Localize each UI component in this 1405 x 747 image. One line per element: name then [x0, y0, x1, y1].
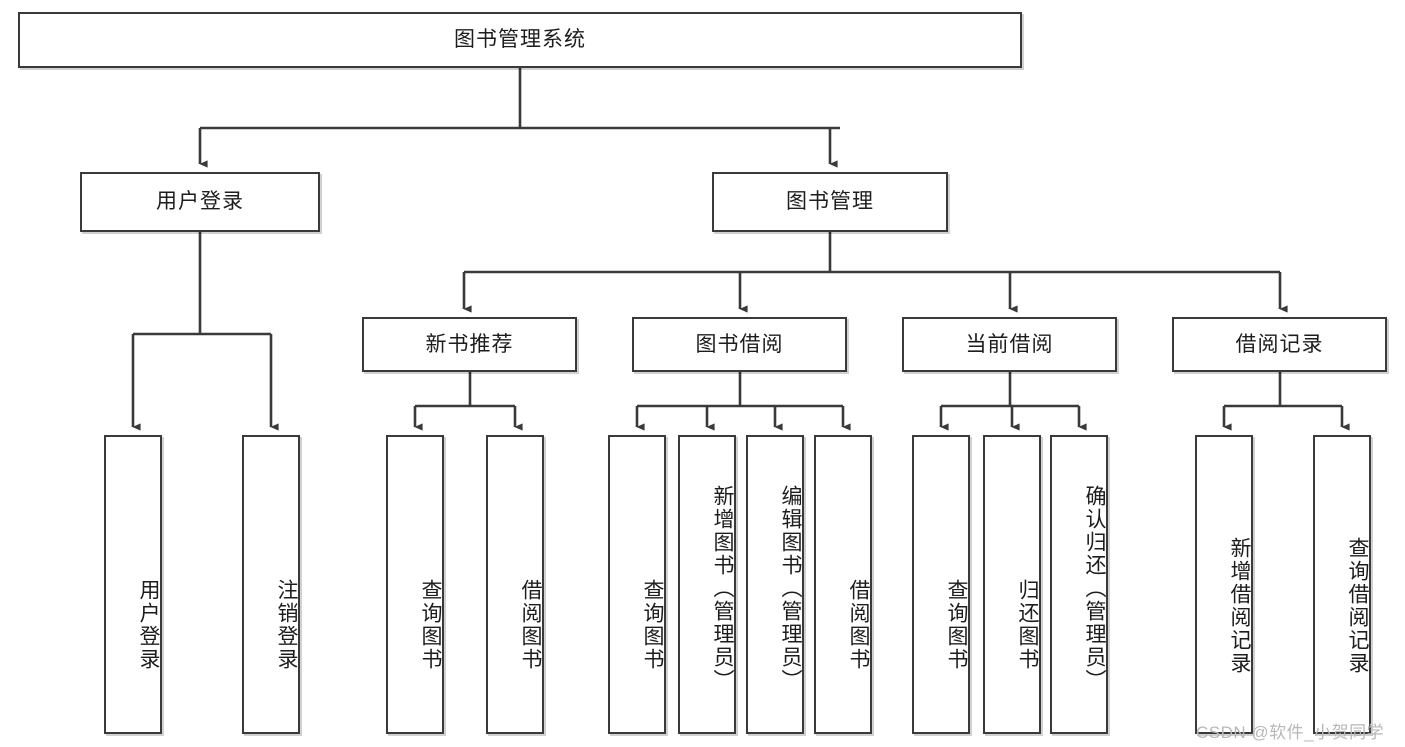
node-current-borrow[interactable]: 当前借阅: [902, 317, 1117, 372]
node-book-borrow-label: 图书借阅: [695, 332, 784, 356]
node-leaf-add-record[interactable]: 新增借阅记录: [1195, 435, 1253, 734]
csdn-watermark: CSDN @软件_小贺同学: [1196, 723, 1385, 742]
node-book-manage[interactable]: 图书管理: [712, 172, 948, 232]
node-root[interactable]: 图书管理系统: [18, 12, 1022, 68]
node-leaf-query-book-3[interactable]: 查询图书: [912, 435, 970, 734]
node-leaf-query-book-2-label: 查询图书: [641, 578, 664, 671]
node-leaf-query-record[interactable]: 查询借阅记录: [1313, 435, 1371, 734]
node-leaf-user-logout[interactable]: 注销登录: [242, 435, 300, 734]
node-leaf-user-login-label: 用户登录: [137, 578, 160, 671]
node-leaf-add-record-label: 新增借阅记录: [1228, 536, 1251, 675]
node-leaf-return-book[interactable]: 归还图书: [983, 435, 1041, 734]
node-user-login-label: 用户登录: [156, 190, 244, 214]
node-user-login[interactable]: 用户登录: [80, 172, 320, 232]
node-borrow-record-label: 借阅记录: [1235, 332, 1324, 356]
node-leaf-edit-book[interactable]: 编辑图书（管理员）: [746, 435, 804, 734]
node-leaf-edit-book-label: 编辑图书（管理员）: [779, 485, 802, 692]
node-book-manage-label: 图书管理: [786, 190, 874, 214]
node-leaf-user-logout-label: 注销登录: [275, 578, 298, 671]
node-leaf-borrow-book-1[interactable]: 借阅图书: [486, 435, 544, 734]
node-leaf-add-book[interactable]: 新增图书（管理员）: [678, 435, 736, 734]
node-leaf-confirm-return-label: 确认归还（管理员）: [1083, 485, 1106, 692]
node-root-label: 图书管理系统: [454, 28, 586, 52]
node-current-borrow-label: 当前借阅: [965, 332, 1054, 356]
node-leaf-borrow-book-1-label: 借阅图书: [519, 578, 542, 671]
node-borrow-record[interactable]: 借阅记录: [1172, 317, 1387, 372]
node-leaf-query-book-1[interactable]: 查询图书: [386, 435, 444, 734]
node-new-book-rec-label: 新书推荐: [425, 332, 514, 356]
node-leaf-confirm-return[interactable]: 确认归还（管理员）: [1050, 435, 1108, 734]
node-leaf-borrow-book-2-label: 借阅图书: [847, 578, 870, 671]
node-book-borrow[interactable]: 图书借阅: [632, 317, 847, 372]
node-leaf-query-book-2[interactable]: 查询图书: [608, 435, 666, 734]
node-leaf-query-record-label: 查询借阅记录: [1346, 536, 1369, 675]
node-leaf-return-book-label: 归还图书: [1016, 578, 1039, 671]
node-leaf-query-book-3-label: 查询图书: [945, 578, 968, 671]
node-leaf-query-book-1-label: 查询图书: [419, 578, 442, 671]
node-leaf-add-book-label: 新增图书（管理员）: [711, 485, 734, 692]
node-new-book-rec[interactable]: 新书推荐: [362, 317, 577, 372]
node-leaf-user-login[interactable]: 用户登录: [104, 435, 162, 734]
node-leaf-borrow-book-2[interactable]: 借阅图书: [814, 435, 872, 734]
